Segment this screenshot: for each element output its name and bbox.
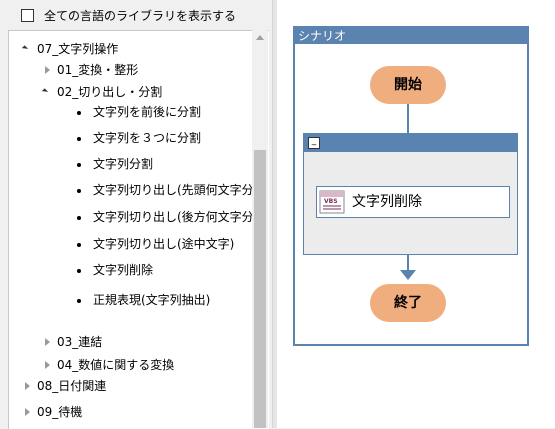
- tree-item[interactable]: 03_連結: [9, 333, 253, 351]
- tree-item-label: 文字列を３つに分割: [93, 131, 202, 145]
- collapsed-arrow-icon[interactable]: [45, 361, 50, 369]
- bullet-icon: [77, 137, 81, 141]
- arrow-down-icon: [400, 270, 416, 280]
- tree-item[interactable]: 01_変換・整形: [9, 61, 253, 79]
- collapsed-arrow-icon[interactable]: [25, 382, 30, 390]
- library-panel: 全ての言語のライブラリを表示する 07_文字列操作 01_変換・整形 02_切り出し…: [0, 0, 272, 429]
- vbs-script-icon: VBS: [319, 190, 345, 214]
- bullet-icon: [77, 163, 81, 167]
- tree-item-label: 文字列切り出し(途中文字): [93, 237, 235, 251]
- action-label: 文字列削除: [352, 194, 422, 210]
- action-group-header[interactable]: _: [304, 134, 517, 152]
- scenario-title: シナリオ: [295, 28, 527, 44]
- tree-item[interactable]: 07_文字列操作: [9, 40, 253, 58]
- bullet-icon: [77, 299, 81, 303]
- collapsed-arrow-icon[interactable]: [45, 66, 50, 74]
- tree-item-label: 02_切り出し・分割: [57, 85, 163, 99]
- bullet-icon: [77, 216, 81, 220]
- tree-item-label: 文字列切り出し(後方何文字分): [93, 210, 259, 224]
- show-all-languages-checkbox[interactable]: [21, 9, 34, 22]
- show-all-languages-label: 全ての言語のライブラリを表示する: [44, 9, 237, 23]
- tree-item[interactable]: 04_数値に関する変換: [9, 356, 253, 374]
- tree-item-label: 文字列削除: [93, 263, 154, 277]
- tree-item[interactable]: 文字列削除: [9, 261, 253, 279]
- connector-end: [407, 254, 409, 272]
- tree-item[interactable]: 文字列を前後に分割: [9, 103, 253, 121]
- expanded-arrow-icon[interactable]: [21, 45, 29, 52]
- bullet-icon: [77, 243, 81, 247]
- tree-item-label: 09_待機: [37, 405, 83, 419]
- collapsed-arrow-icon[interactable]: [45, 338, 50, 346]
- scroll-thumb[interactable]: [254, 150, 266, 428]
- tree-item-label: 正規表現(文字列抽出): [93, 293, 211, 307]
- start-node[interactable]: 開始: [370, 66, 446, 104]
- bullet-icon: [77, 189, 81, 193]
- end-node[interactable]: 終了: [370, 284, 446, 322]
- tree-item-label: 文字列を前後に分割: [93, 105, 202, 119]
- scenario-frame[interactable]: シナリオ 開始 _ VBS 文字列削除 終了: [293, 26, 529, 346]
- tree-item-label: 04_数値に関する変換: [57, 358, 175, 372]
- tree-item-label: 01_変換・整形: [57, 63, 139, 77]
- library-tree: 07_文字列操作 01_変換・整形 02_切り出し・分割文字列を前後に分割文字列を３…: [8, 30, 269, 429]
- collapsed-arrow-icon[interactable]: [25, 408, 30, 416]
- tree-item-label: 07_文字列操作: [37, 42, 119, 56]
- connector-start: [407, 104, 409, 133]
- tree-item[interactable]: 文字列を３つに分割: [9, 129, 253, 147]
- scenario-canvas[interactable]: シナリオ 開始 _ VBS 文字列削除 終了: [277, 0, 555, 428]
- tree-item[interactable]: 正規表現(文字列抽出): [9, 291, 253, 309]
- bullet-icon: [77, 269, 81, 273]
- bullet-icon: [77, 111, 81, 115]
- library-scrollbar[interactable]: [252, 30, 268, 428]
- vbs-icon-text: VBS: [324, 198, 338, 205]
- expanded-arrow-icon[interactable]: [41, 88, 49, 95]
- action-group[interactable]: _ VBS 文字列削除: [303, 133, 518, 255]
- show-all-languages-option[interactable]: 全ての言語のライブラリを表示する: [0, 0, 272, 30]
- panel-splitter[interactable]: [272, 0, 277, 428]
- tree-item-label: 08_日付関連: [37, 379, 107, 393]
- tree-item[interactable]: 08_日付関連: [9, 377, 253, 395]
- tree-item-label: 03_連結: [57, 335, 103, 349]
- collapse-button[interactable]: _: [308, 137, 320, 149]
- tree-item-label: 文字列分割: [93, 157, 154, 171]
- tree-item[interactable]: 文字列切り出し(後方何文字分): [9, 208, 258, 226]
- tree-item[interactable]: 02_切り出し・分割: [9, 83, 253, 101]
- tree-item[interactable]: 09_待機: [9, 403, 253, 421]
- scroll-up-icon[interactable]: [256, 35, 264, 40]
- tree-item[interactable]: 文字列切り出し(先頭何文字分): [9, 181, 258, 199]
- tree-item[interactable]: 文字列切り出し(途中文字): [9, 235, 253, 253]
- action-string-delete[interactable]: VBS 文字列削除: [316, 186, 510, 218]
- tree-item[interactable]: 文字列分割: [9, 155, 253, 173]
- tree-item-label: 文字列切り出し(先頭何文字分): [93, 183, 259, 197]
